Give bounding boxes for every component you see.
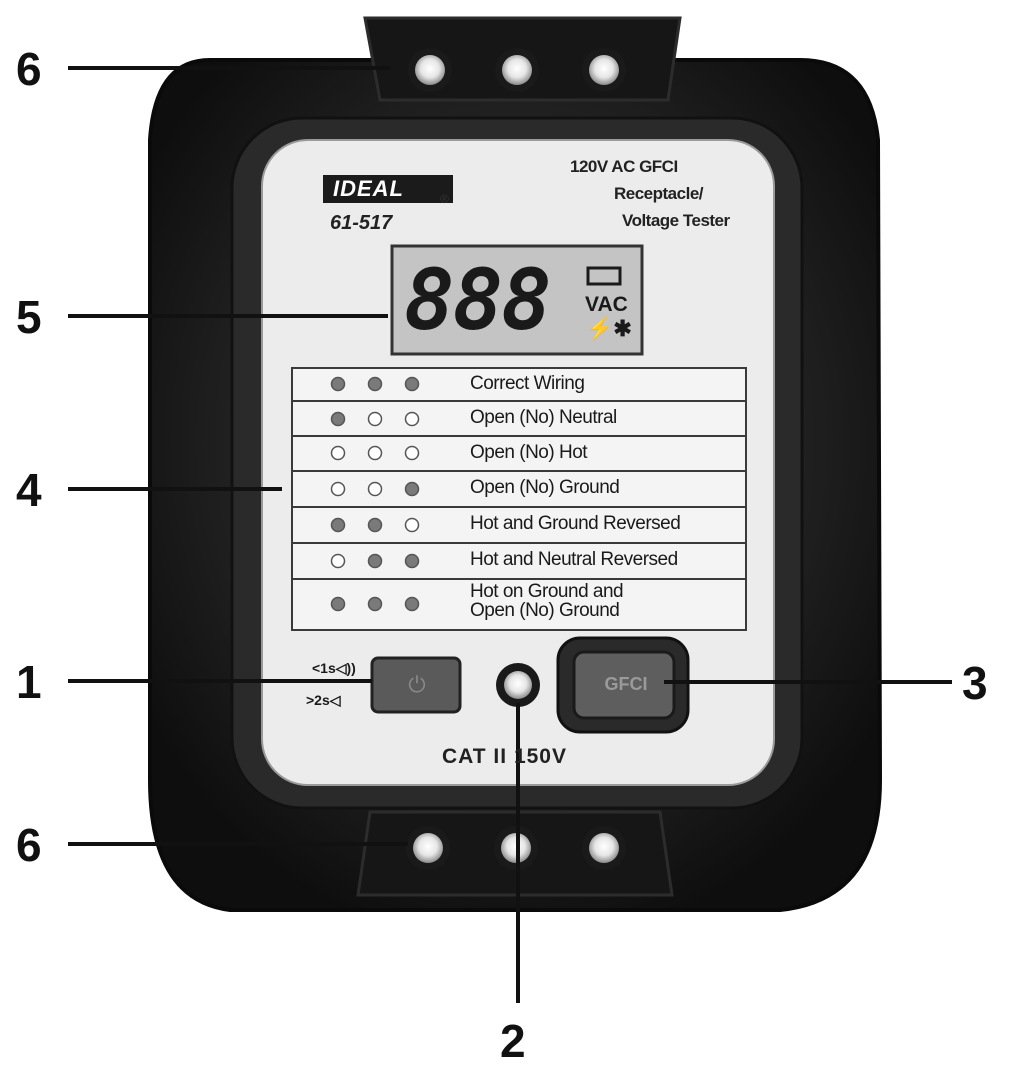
wiring-lamp-row4-col3	[404, 481, 420, 497]
wiring-lamp-row6-col2	[367, 553, 383, 569]
callout-2: 2	[500, 1015, 526, 1067]
wiring-lamp-row5-col3	[404, 517, 420, 533]
wiring-lamp-row7-col3	[404, 596, 420, 612]
callout-6-top: 6	[16, 43, 42, 95]
wiring-lamp-row5-col2	[367, 517, 383, 533]
wiring-lamp-row2-col1	[330, 411, 346, 427]
power-button-label-short: <1s◁))	[312, 660, 356, 676]
brand-registered-mark: ®	[440, 192, 449, 206]
wiring-lamp-row4-col1	[330, 481, 346, 497]
gfci-button-label: GFCI	[604, 674, 648, 694]
wiring-label-open-ground: Open (No) Ground	[470, 477, 620, 498]
brand-logo: IDEAL	[323, 175, 453, 203]
power-button-label-long: >2s◁	[306, 692, 341, 708]
wiring-table	[291, 367, 747, 631]
callout-4: 4	[16, 464, 42, 516]
callout-6-bottom: 6	[16, 819, 42, 871]
wiring-label-hot-on-ground-line-2: Open (No) Ground	[470, 600, 620, 621]
wiring-label-correct: Correct Wiring	[470, 373, 585, 394]
device-title-line-2: Receptacle/	[614, 184, 704, 203]
power-icon: ⏻	[408, 672, 426, 697]
wiring-label-hot-on-ground-line-1: Hot on Ground and	[470, 581, 624, 602]
wiring-lamp-row1-col3	[404, 376, 420, 392]
gfci-button[interactable]	[572, 650, 676, 720]
lcd-unit-label: VAC	[585, 293, 628, 316]
bottom-led-group	[406, 826, 626, 870]
wiring-lamp-row7-col2	[367, 596, 383, 612]
wiring-lamp-row3-col3	[404, 445, 420, 461]
wiring-lamp-row6-col1	[330, 553, 346, 569]
wiring-lamp-row6-col3	[404, 553, 420, 569]
wiring-lamp-row3-col1	[330, 445, 346, 461]
device-title-line-1: 120V AC GFCI	[570, 157, 678, 176]
lcd-digits: 888	[404, 251, 552, 349]
battery-icon	[586, 266, 622, 286]
lcd-display	[390, 244, 644, 356]
wiring-lamps	[330, 376, 420, 612]
callout-1: 1	[16, 656, 42, 708]
wiring-lamp-row1-col1	[330, 376, 346, 392]
wiring-lamp-row7-col1	[330, 596, 346, 612]
wiring-label-open-hot: Open (No) Hot	[470, 442, 588, 463]
wiring-label-open-neutral: Open (No) Neutral	[470, 407, 617, 428]
lcd-status-symbols: ⚡✱	[586, 316, 632, 341]
device-title-line-3: Voltage Tester	[622, 211, 730, 230]
model-number: 61-517	[330, 212, 393, 234]
wiring-lamp-row1-col2	[367, 376, 383, 392]
callout-3: 3	[962, 657, 988, 709]
power-button[interactable]	[370, 656, 462, 714]
wiring-label-hot-neutral-reversed: Hot and Neutral Reversed	[470, 549, 678, 570]
wiring-lamp-row3-col2	[367, 445, 383, 461]
wiring-lamp-row2-col3	[404, 411, 420, 427]
wiring-label-hot-ground-reversed: Hot and Ground Reversed	[470, 513, 681, 534]
rating-label: CAT II 150V	[442, 745, 567, 768]
wiring-lamp-row4-col2	[367, 481, 383, 497]
wiring-lamp-row5-col1	[330, 517, 346, 533]
top-led-group	[408, 48, 626, 92]
wiring-lamp-row2-col2	[367, 411, 383, 427]
callout-leaders	[68, 66, 952, 1003]
callout-5: 5	[16, 291, 42, 343]
